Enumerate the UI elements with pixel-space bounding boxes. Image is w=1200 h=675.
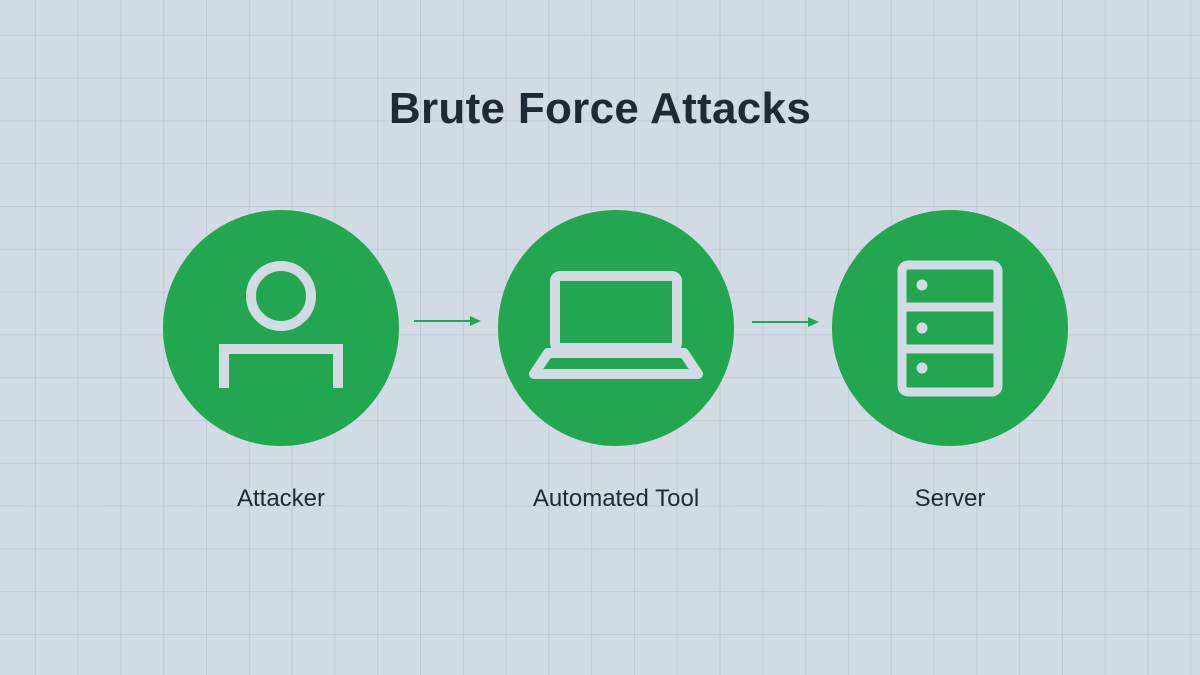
automated-tool-node <box>498 210 734 446</box>
attacker-label: Attacker <box>236 485 326 512</box>
arrow-tool-to-server <box>752 317 819 327</box>
laptop-icon <box>529 271 703 379</box>
arrow-attacker-to-tool <box>414 316 481 326</box>
server-label: Server <box>914 485 986 512</box>
attacker-node <box>163 210 399 446</box>
automated-tool-label: Automated Tool <box>532 485 700 512</box>
server-icon <box>897 260 1003 397</box>
diagram-title: Brute Force Attacks <box>388 84 812 133</box>
person-icon <box>219 261 343 388</box>
server-node <box>832 210 1068 446</box>
